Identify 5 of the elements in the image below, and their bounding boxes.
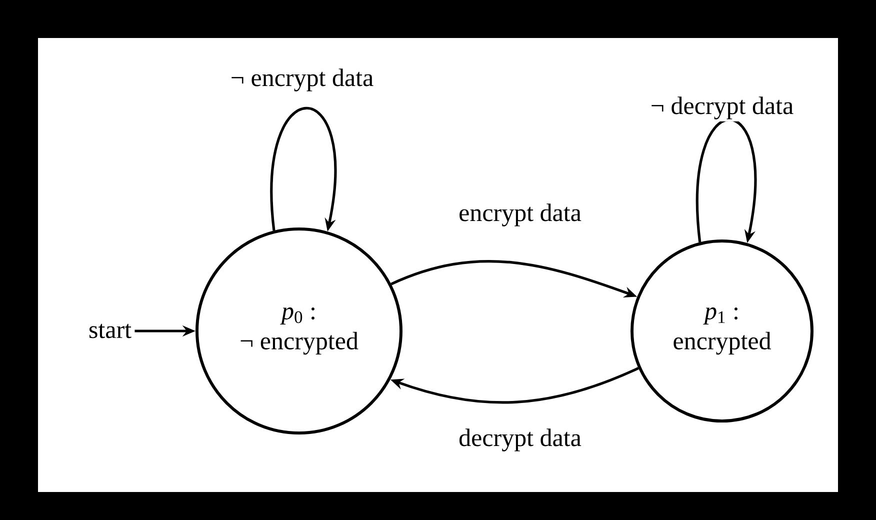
start-label: start — [90, 324, 132, 338]
edge-label: decrypt data — [456, 426, 584, 454]
edge-label: ¬ decrypt data — [648, 94, 796, 122]
edge-label: encrypt data — [456, 202, 584, 228]
edge-label: ¬ encrypt data — [228, 66, 376, 94]
